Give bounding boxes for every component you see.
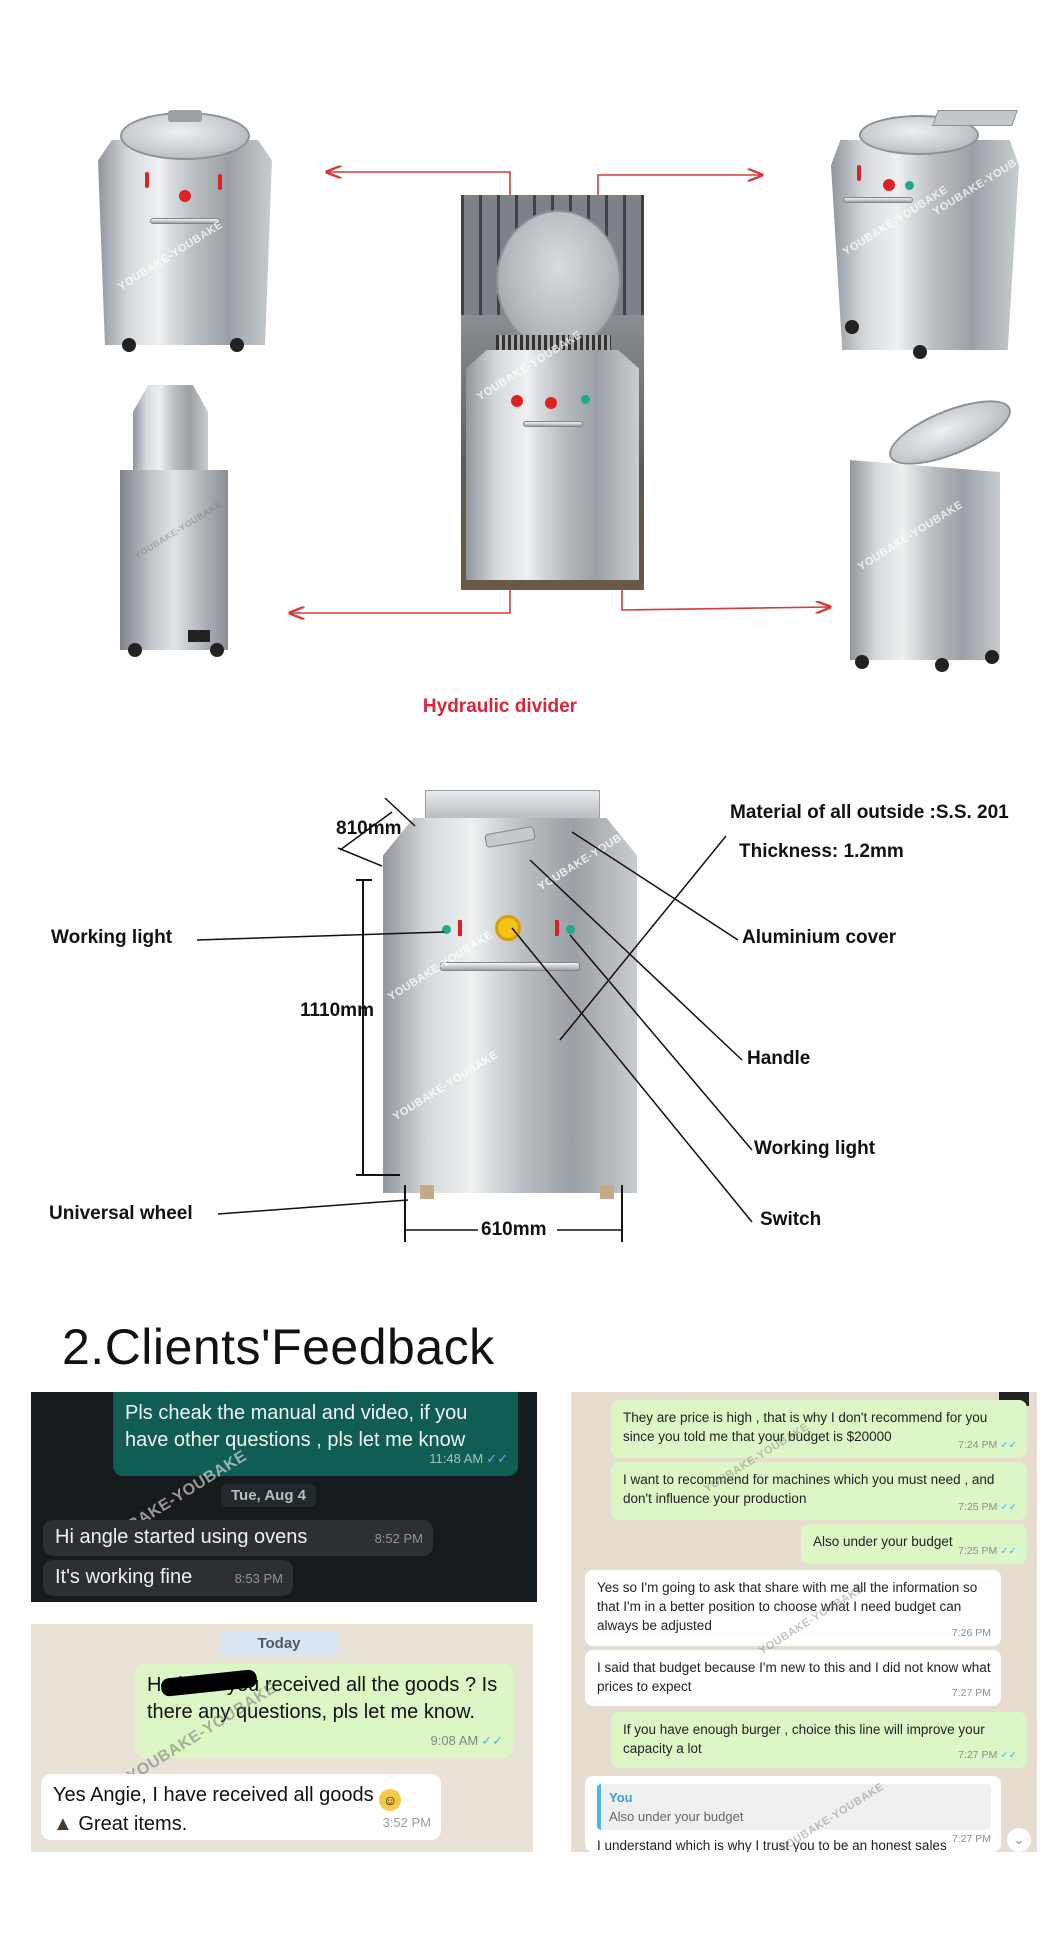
photo-side-open-lid: YOUBAKE-YOUBAKE [845, 387, 1020, 675]
spec-aluminium-cover: Aluminium cover [742, 927, 897, 948]
date-separator: Today [219, 1632, 339, 1655]
spec-working-light-right: Working light [754, 1138, 876, 1159]
photo-center-open-lid: YOUBAKE-YOUBAKE [461, 195, 644, 590]
chat-message: Yes so I'm going to ask that share with … [585, 1570, 1001, 1646]
photo-arrows [0, 0, 1060, 640]
chat-message: Yes Angie, I have received all goods ☺ ▲… [41, 1774, 441, 1840]
spec-leader-lines [196, 797, 753, 1242]
spec-material: Material of all outside :S.S. 201 [730, 802, 1009, 823]
spec-width: 610mm [481, 1219, 547, 1240]
chat-message: You Also under your budget I understand … [585, 1776, 1001, 1852]
spec-height: 1110mm [300, 1000, 374, 1021]
grinning-emoji-icon: ☺ [379, 1789, 402, 1811]
spec-thickness: Thickness: 1.2mm [739, 841, 904, 862]
photo-title: Hydraulic divider [422, 696, 578, 717]
praying-hands-icon: ▲ [53, 1813, 73, 1835]
photo-front-right: YOUBAKE-YOUBAKE YOUBAKE-YOUBAKE [825, 105, 1040, 370]
photo-side-left: YOUBAKE-YOUBAKE [118, 385, 233, 660]
spec-switch: Switch [760, 1209, 822, 1230]
chat-message: Also under your budget 7:25 PM✓✓ [801, 1524, 1027, 1564]
chat-message: I said that budget because I'm new to th… [585, 1650, 1001, 1706]
spec-universal-wheel: Universal wheel [49, 1203, 193, 1224]
chat-message: They are price is high , that is why I d… [611, 1400, 1027, 1458]
chat-screenshot-2: Today H , have you received all the good… [31, 1624, 533, 1852]
quoted-message: You Also under your budget [597, 1784, 991, 1830]
scroll-down-icon[interactable]: ⌄ [1007, 1828, 1031, 1852]
chat-screenshot-1: Pls cheak the manual and video, if you h… [31, 1392, 537, 1602]
chat-screenshot-3: They are price is high , that is why I d… [571, 1392, 1037, 1852]
photo-front-left: YOUBAKE-YOUBAKE [90, 100, 280, 360]
chat-message: Pls cheak the manual and video, if you h… [113, 1392, 518, 1476]
feedback-title: 2.Clients'Feedback [62, 1319, 495, 1375]
spec-machine: YOUBAKE-YOUBAKE YOUBAKE-YOUBAKE YOUBAKE-… [380, 790, 645, 1210]
spec-handle: Handle [747, 1048, 811, 1069]
spec-depth: 810mm [336, 818, 402, 839]
spec-working-light-left: Working light [51, 927, 173, 948]
chat-message: I want to recommend for machines which y… [611, 1462, 1027, 1520]
chat-message: If you have enough burger , choice this … [611, 1712, 1027, 1768]
date-separator: Tue, Aug 4 [221, 1484, 316, 1507]
